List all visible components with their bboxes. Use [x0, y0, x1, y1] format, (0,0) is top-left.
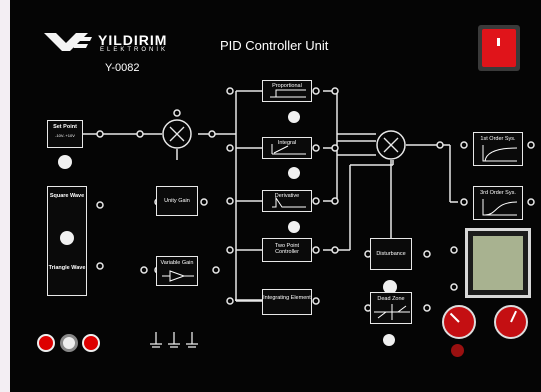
amplifier-icon — [162, 270, 194, 282]
power-switch-housing — [478, 25, 520, 71]
first-order-curve-icon — [482, 145, 518, 162]
step-response-icon — [270, 89, 306, 98]
derivative-block: Derivative — [262, 190, 312, 212]
third-order-system-block: 3rd Order Sys. — [473, 186, 523, 220]
integral-label: Integral — [277, 140, 297, 146]
panel-title: PID Controller Unit — [220, 38, 329, 53]
set-point-range: -10V..+10V — [55, 133, 75, 138]
ramp-icon — [271, 144, 306, 155]
dead-zone-curve-icon — [374, 304, 410, 320]
two-point-controller-block: Two Point Controller — [262, 238, 312, 262]
left-knob-pointer — [449, 312, 460, 323]
proportional-block: Proportional — [262, 80, 312, 102]
dead-zone-label: Dead Zone — [377, 296, 405, 302]
impulse-icon — [272, 196, 306, 208]
brand-subtitle: ELEKTRONİK — [100, 47, 169, 53]
first-order-system-block: 1st Order Sys. — [473, 132, 523, 166]
brand-logo-icon — [44, 33, 92, 51]
wiring-diagram — [52, 87, 535, 348]
derivative-gain-knob[interactable] — [288, 221, 300, 233]
disturbance-label: Disturbance — [376, 251, 406, 257]
model-number: Y-0082 — [105, 62, 140, 74]
power-on-mark-icon — [497, 38, 500, 46]
proportional-label: Proportional — [272, 83, 302, 89]
disturbance-knob[interactable] — [383, 280, 397, 294]
derivative-label: Derivative — [274, 193, 300, 199]
set-point-label: Set Point — [53, 124, 77, 130]
indicator-lamp — [451, 344, 464, 357]
unity-gain-label: Unity Gain — [164, 198, 190, 204]
wave-frequency-knob[interactable] — [60, 231, 74, 245]
meter-display-screen — [473, 236, 523, 290]
integrating-element-label: Integrating Element — [263, 295, 311, 301]
dead-zone-block: Dead Zone — [370, 292, 412, 324]
square-wave-label: Square Wave — [49, 193, 85, 199]
white-jack[interactable] — [60, 334, 78, 352]
dead-zone-knob[interactable] — [383, 334, 395, 346]
red-jack-left[interactable] — [37, 334, 55, 352]
set-point-block: Set Point -10V..+10V — [47, 120, 83, 148]
disturbance-block: Disturbance — [370, 238, 412, 270]
variable-gain-block: Variable Gain — [156, 256, 198, 286]
triangle-wave-label: Triangle Wave — [48, 265, 86, 271]
power-switch[interactable] — [482, 29, 516, 67]
left-red-knob[interactable] — [442, 305, 476, 339]
brand-name: YILDIRIM — [98, 32, 168, 48]
unity-gain-block: Unity Gain — [156, 186, 198, 216]
right-red-knob[interactable] — [494, 305, 528, 339]
integrating-element-block: Integrating Element — [262, 289, 312, 315]
first-order-system-label: 1st Order Sys. — [480, 136, 516, 142]
red-jack-right[interactable] — [82, 334, 100, 352]
integral-block: Integral — [262, 137, 312, 159]
control-panel: YILDIRIM ELEKTRONİK Y-0082 PID Controlle… — [10, 0, 541, 392]
right-knob-pointer — [510, 310, 517, 323]
proportional-gain-knob[interactable] — [288, 111, 300, 123]
integral-gain-knob[interactable] — [288, 167, 300, 179]
third-order-system-label: 3rd Order Sys. — [480, 190, 516, 196]
third-order-curve-icon — [482, 199, 518, 216]
set-point-knob[interactable] — [58, 155, 72, 169]
variable-gain-label: Variable Gain — [160, 260, 194, 266]
meter-display-frame — [465, 228, 531, 298]
two-point-controller-label: Two Point Controller — [274, 243, 300, 255]
